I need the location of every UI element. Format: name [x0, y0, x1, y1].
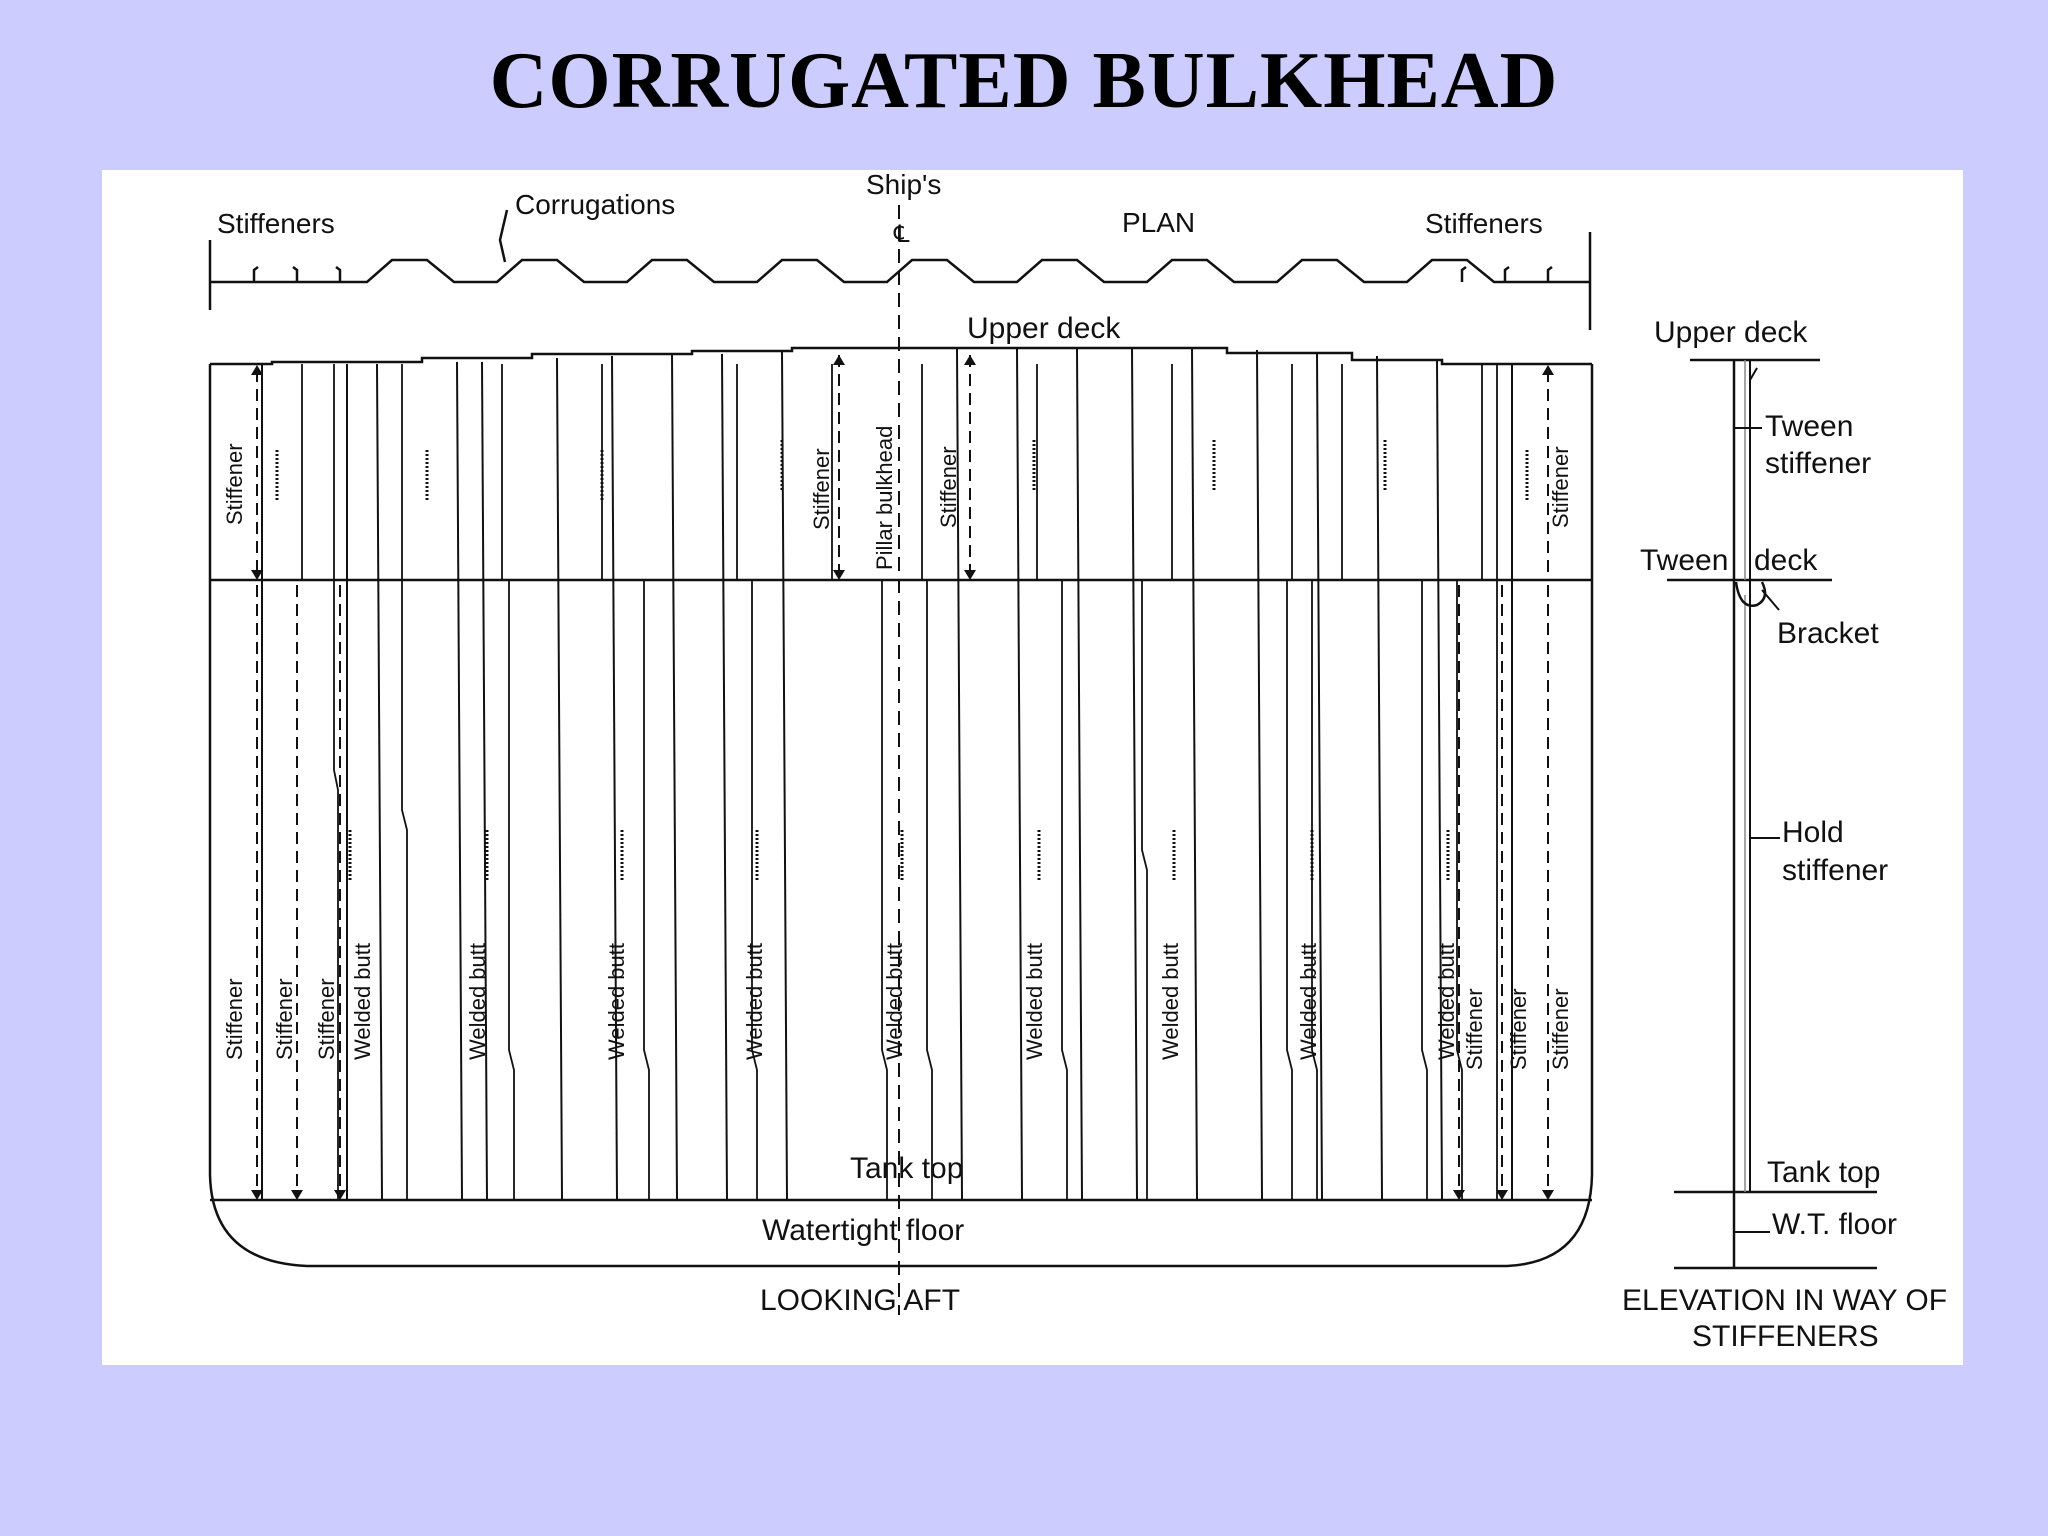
- stiffener-label: Stiffener: [809, 448, 834, 530]
- welded-butt-label: Welded butt: [1296, 943, 1321, 1060]
- diagram-panel: Stiffeners Corrugations Ship's ℄ PLAN St…: [102, 170, 1963, 1365]
- plan-stiffener-ticks-right: [1460, 266, 1553, 282]
- welded-butt-label: Welded butt: [604, 943, 629, 1060]
- plan-stiffeners-left-label: Stiffeners: [217, 208, 335, 239]
- plan-title-label: PLAN: [1122, 207, 1195, 238]
- side-caption-line-1: ELEVATION IN WAY OF: [1622, 1284, 1947, 1317]
- side-hold-stiffener-label-2: stiffener: [1782, 854, 1888, 887]
- plan-stiffener-ticks-left: [252, 266, 342, 282]
- side-bracket: [1734, 581, 1767, 607]
- watertight-floor-label: Watertight floor: [762, 1214, 964, 1247]
- side-deck-label: deck: [1754, 544, 1818, 577]
- welded-butt-lines: [301, 364, 1498, 1200]
- upper-deck-label: Upper deck: [967, 312, 1121, 345]
- welded-butt-label: Welded butt: [1022, 943, 1047, 1060]
- upper-stiffener-labels: Stiffener Stiffener Pillar bulkhead Stif…: [222, 426, 1573, 570]
- stiffener-dashed-lines: [256, 355, 1549, 1195]
- stiffener-label: Stiffener: [314, 978, 339, 1060]
- slide-title: CORRUGATED BULKHEAD: [489, 37, 1559, 125]
- side-tank-top-label: Tank top: [1767, 1156, 1880, 1189]
- side-upper-deck-label: Upper deck: [1654, 316, 1808, 349]
- stiffener-arrowheads: [251, 355, 1554, 1200]
- stiffener-label: Stiffener: [222, 978, 247, 1060]
- stiffener-label: Stiffener: [1462, 988, 1487, 1070]
- bracket-leader: [1761, 589, 1780, 611]
- tank-top-label: Tank top: [850, 1152, 963, 1185]
- welded-butt-label: Welded butt: [350, 943, 375, 1060]
- stiffener-label: Stiffener: [222, 443, 247, 525]
- plan-view: Stiffeners Corrugations Ship's ℄ PLAN St…: [208, 170, 1592, 330]
- stiffener-label: Stiffener: [1548, 988, 1573, 1070]
- welded-butt-label: Welded butt: [742, 943, 767, 1060]
- looking-aft-label: LOOKING AFT: [760, 1284, 960, 1317]
- stiffener-label: Stiffener: [1506, 988, 1531, 1070]
- stiffener-label: Stiffener: [272, 978, 297, 1060]
- side-top-tick: [1749, 367, 1758, 381]
- corrugation-lines: [261, 347, 1513, 1201]
- corrugations-leader: [498, 209, 509, 263]
- welded-butt-label: Welded butt: [1158, 943, 1183, 1060]
- side-tween-stiffener-label-1: Tween: [1765, 410, 1853, 443]
- hull-outline: [208, 364, 1594, 1268]
- bulkhead-drawing: Stiffeners Corrugations Ship's ℄ PLAN St…: [208, 170, 1947, 1353]
- stiffener-label: Stiffener: [1548, 446, 1573, 528]
- weld-hatch-marks: [275, 440, 1529, 880]
- welded-butt-label: Welded butt: [882, 943, 907, 1060]
- side-bracket-label: Bracket: [1777, 617, 1879, 650]
- side-tween-label: Tween: [1640, 544, 1728, 577]
- plan-corrugations-label: Corrugations: [515, 189, 675, 220]
- welded-butt-label: Welded butt: [465, 943, 490, 1060]
- corrugation-profile: [210, 258, 1590, 284]
- side-wt-floor-label: W.T. floor: [1772, 1208, 1897, 1241]
- stiffener-label: Stiffener: [936, 446, 961, 528]
- side-elevation: Upper deck Tween stiffener Tween deck Br…: [1622, 316, 1947, 1353]
- side-tween-stiffener-label-2: stiffener: [1765, 447, 1871, 480]
- side-caption-line-2: STIFFENERS: [1692, 1320, 1879, 1353]
- plan-ships-label: Ship's: [866, 170, 941, 200]
- hold-labels: Stiffener Stiffener Stiffener Welded but…: [222, 943, 1573, 1070]
- plan-centreline-symbol: ℄: [893, 221, 910, 248]
- plan-stiffeners-right-label: Stiffeners: [1425, 208, 1543, 239]
- welded-butt-label: Welded butt: [1434, 943, 1459, 1060]
- pillar-bulkhead-label: Pillar bulkhead: [872, 426, 897, 570]
- upper-deck-line: [210, 346, 1592, 366]
- bulkhead-elevation: Stiffener Stiffener Pillar bulkhead Stif…: [208, 312, 1594, 1317]
- side-hold-stiffener-label-1: Hold: [1782, 816, 1844, 849]
